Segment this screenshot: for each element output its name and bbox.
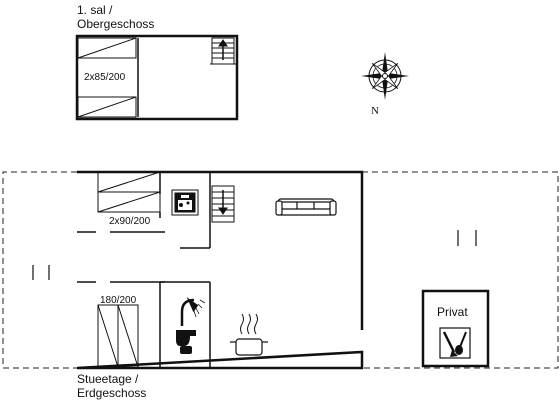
upper-floor-title-line1: 1. sal /: [77, 3, 113, 17]
upper-floor-walls: [75, 34, 239, 121]
bunk-bed: [97, 171, 161, 213]
stairs-up-icon: [211, 37, 235, 65]
sofa-icon: [275, 198, 337, 216]
double-bed-label: 180/200: [100, 295, 137, 306]
washing-machine-icon: [171, 189, 199, 216]
toilet-icon: [176, 330, 196, 354]
ground-floor-title-line1: Stueetage /: [77, 372, 139, 386]
terrace-marks: [32, 230, 477, 280]
ground-floor: [76, 170, 490, 370]
ground-floor-walls: [76, 170, 364, 370]
stairs-down-icon: [211, 185, 235, 223]
compass-north-label: N: [371, 105, 379, 117]
upper-bed-top: [77, 37, 137, 59]
terrace-outline: [2, 171, 559, 369]
compass-rose-icon: [361, 52, 409, 100]
shower-icon: [180, 297, 206, 326]
bunk-bed-label: 2x90/200: [109, 216, 151, 227]
ground-floor-title-line2: Erdgeschoss: [77, 386, 147, 400]
cooking-pot-icon: [230, 313, 268, 356]
upper-floor-title-line2: Obergeschoss: [77, 17, 155, 31]
upper-bed-bottom: [77, 96, 137, 118]
private-room-label: Privat: [437, 305, 468, 319]
cleaning-tools-icon: [439, 327, 471, 359]
upper-floor: [75, 34, 239, 121]
double-bed: [97, 304, 139, 368]
upper-bed-label: 2x85/200: [84, 72, 126, 83]
